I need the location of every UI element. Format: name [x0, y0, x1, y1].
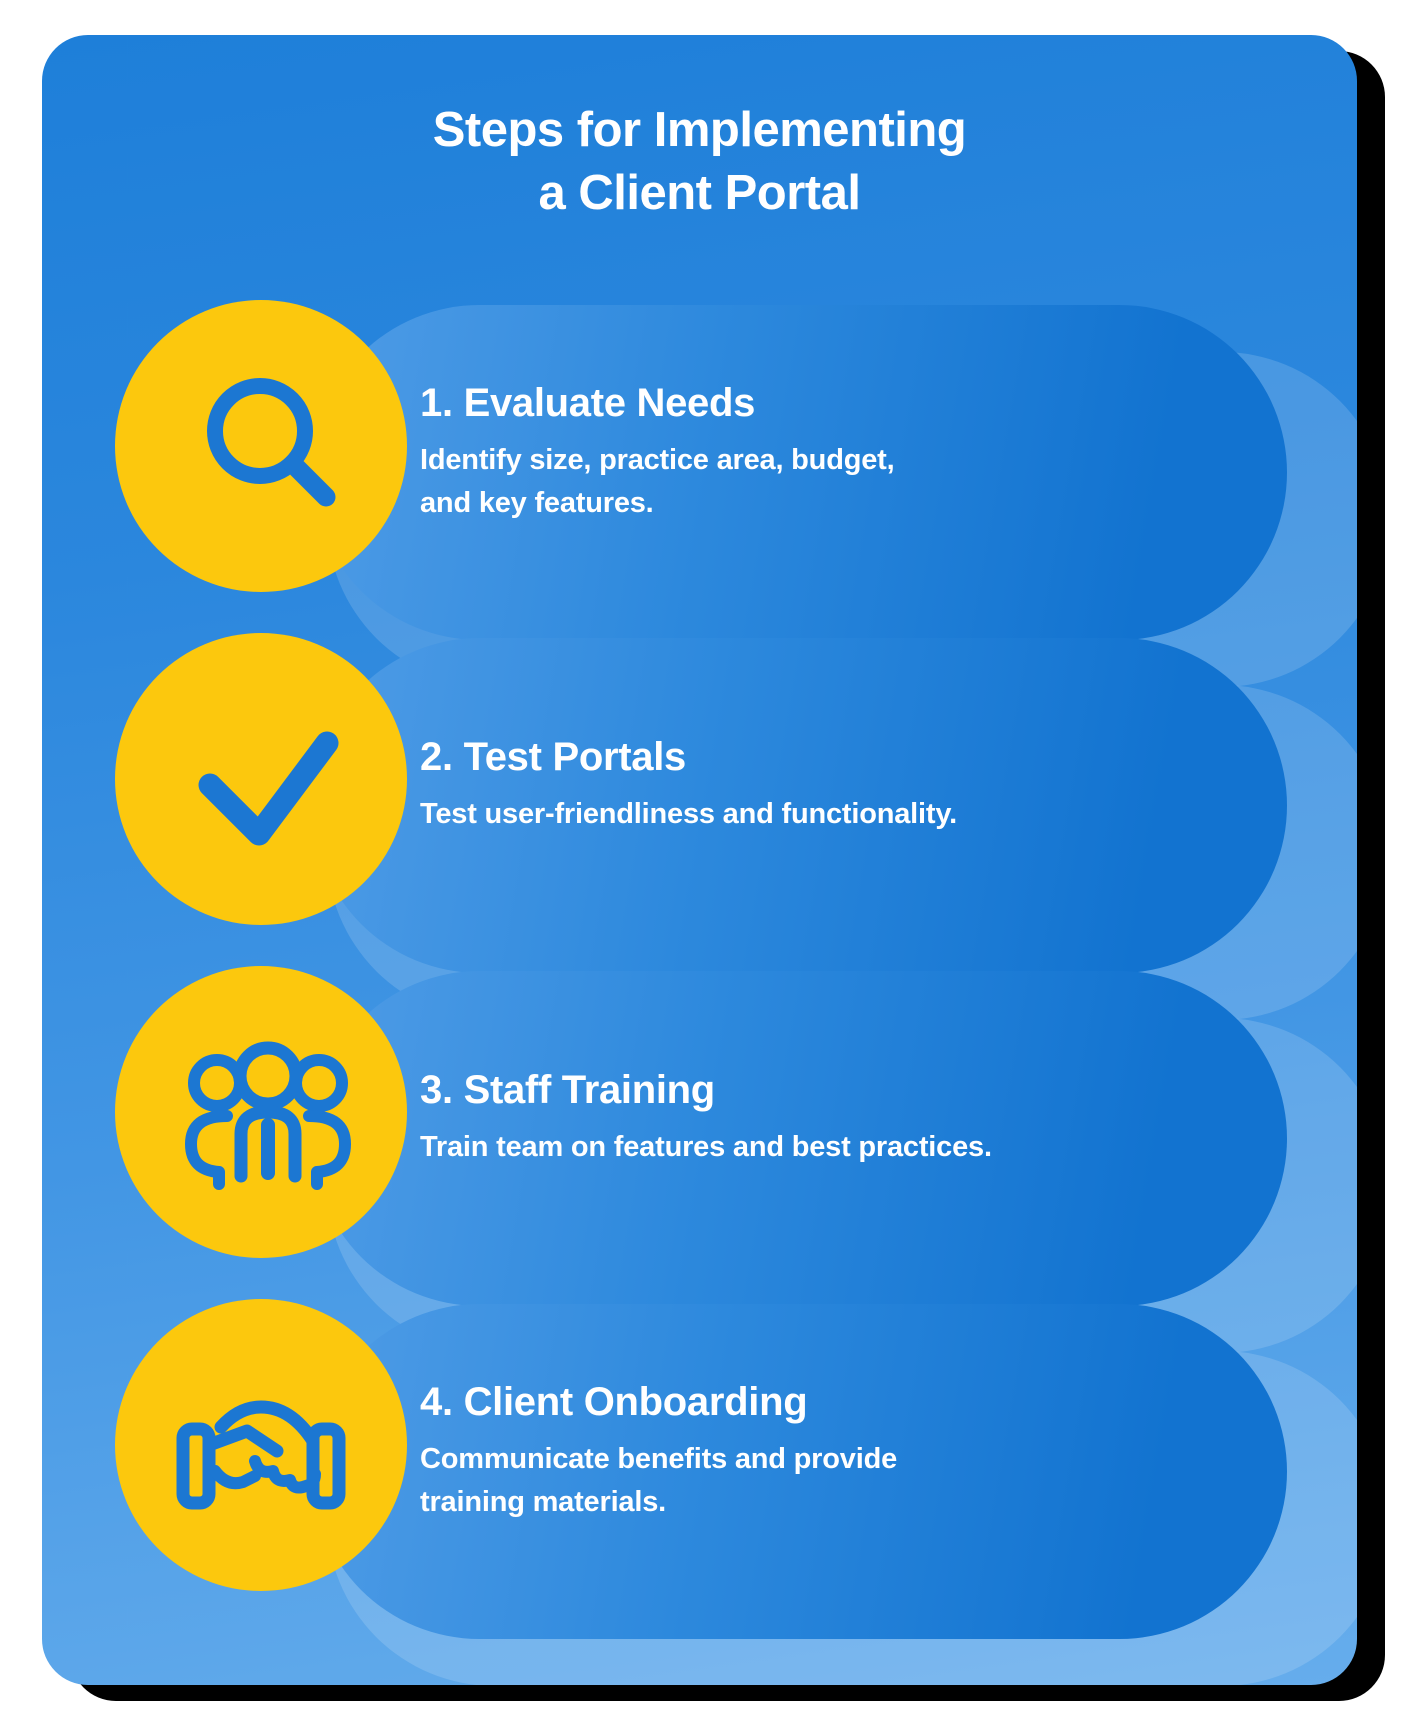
step-title: 4. Client Onboarding — [420, 1379, 808, 1424]
title-line-1: Steps for Implementing — [432, 103, 967, 157]
infographic-card: Steps for Implementing a Client Portal 1… — [42, 35, 1357, 1685]
step-title: 2. Test Portals — [420, 735, 686, 779]
step-pill: 1. Evaluate Needs Identify size, practic… — [312, 305, 1287, 640]
step-row-2: 2. Test Portals Test user-friendliness a… — [42, 633, 1357, 1033]
step-description-line: Train team on features and best practice… — [420, 1131, 992, 1163]
checkmark-icon — [198, 731, 339, 846]
step-description-line: training materials. — [420, 1485, 666, 1518]
step-icon-circle — [115, 300, 407, 592]
team-icon — [185, 1041, 351, 1190]
page-title: Steps for Implementing a Client Portal — [42, 99, 1357, 225]
step-row-3: 3. Staff Training Train team on features… — [42, 966, 1357, 1366]
step-description-line: Identify size, practice area, budget, — [420, 443, 895, 476]
step-icon-circle — [115, 1299, 407, 1591]
step-title: 1. Evaluate Needs — [420, 380, 756, 425]
step-pill: 2. Test Portals Test user-friendliness a… — [312, 638, 1287, 973]
step-description-line: Communicate benefits and provide — [420, 1442, 898, 1475]
step-description-line: and key features. — [420, 486, 654, 519]
step-pill: 3. Staff Training Train team on features… — [312, 971, 1287, 1306]
handshake-icon — [176, 1400, 346, 1510]
step-description: Identify size, practice area, budget, an… — [420, 439, 1287, 525]
step-row-4: 4. Client Onboarding Communicate benefit… — [42, 1299, 1357, 1685]
step-pill: 4. Client Onboarding Communicate benefit… — [312, 1304, 1287, 1639]
search-icon — [207, 378, 336, 507]
step-description: Communicate benefits and provide trainin… — [420, 1438, 1287, 1524]
step-description: Test user-friendliness and functionality… — [420, 793, 1287, 836]
step-title: 3. Staff Training — [420, 1068, 715, 1112]
step-row-1: 1. Evaluate Needs Identify size, practic… — [42, 300, 1357, 700]
step-icon-circle — [115, 633, 407, 925]
step-icon-circle — [115, 966, 407, 1258]
step-description: Train team on features and best practice… — [420, 1126, 1287, 1169]
title-line-2: a Client Portal — [538, 166, 861, 220]
step-description-line: Test user-friendliness and functionality… — [420, 798, 957, 830]
